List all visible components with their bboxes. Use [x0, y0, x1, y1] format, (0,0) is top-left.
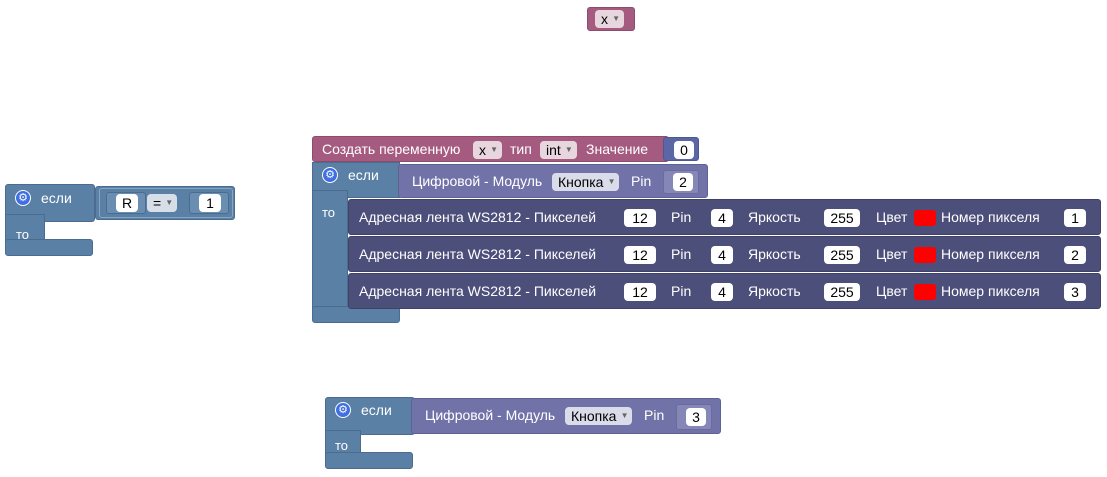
- led-strip-block[interactable]: Адресная лента WS2812 - Пикселей 12 Pin …: [348, 199, 1101, 235]
- gear-icon[interactable]: ⚙: [335, 402, 351, 418]
- then-label: то: [335, 438, 349, 453]
- color-label: Цвет: [876, 246, 908, 262]
- digital-module-label: Цифровой - Модуль: [412, 173, 543, 189]
- pixel-index-label: Номер пикселя: [941, 283, 1040, 299]
- brightness-field[interactable]: 255: [824, 209, 860, 227]
- pixels-field[interactable]: 12: [624, 283, 656, 301]
- color-swatch[interactable]: [914, 210, 936, 226]
- pixels-field[interactable]: 12: [624, 246, 656, 264]
- dropdown-arrow-icon: ▼: [612, 14, 620, 23]
- pin-field[interactable]: 3: [686, 408, 706, 426]
- dropdown-arrow-icon: ▼: [607, 177, 616, 186]
- create-variable-name-dropdown[interactable]: x ▼: [473, 141, 502, 159]
- variable-name: x: [601, 11, 608, 27]
- brightness-label: Яркость: [748, 283, 801, 299]
- brightness-field[interactable]: 255: [824, 246, 860, 264]
- pin-field[interactable]: 4: [711, 246, 733, 264]
- if-label: если: [361, 402, 392, 418]
- led-label: Адресная лента WS2812 - Пикселей: [359, 209, 597, 225]
- led-label: Адресная лента WS2812 - Пикселей: [359, 246, 597, 262]
- pin-label: Pin: [671, 246, 692, 262]
- type-dropdown[interactable]: int ▼: [540, 141, 577, 159]
- digital-module-block[interactable]: Цифровой - Модуль Кнопка ▼ Pin 3: [411, 398, 721, 434]
- operator: =: [153, 195, 162, 211]
- type-value: int: [546, 142, 561, 158]
- color-swatch[interactable]: [914, 247, 936, 263]
- var-R-field[interactable]: R: [116, 194, 138, 212]
- create-variable-value-block[interactable]: 0: [663, 137, 699, 161]
- then-label: то: [16, 227, 30, 242]
- color-label: Цвет: [876, 209, 908, 225]
- digital-module-label: Цифровой - Модуль: [425, 407, 556, 423]
- if-label: если: [41, 190, 72, 206]
- digital-module-block[interactable]: Цифровой - Модуль Кнопка ▼ Pin 2: [398, 164, 708, 198]
- pixel-index-field[interactable]: 2: [1064, 246, 1086, 264]
- variable-dropdown[interactable]: x ▼: [595, 10, 624, 28]
- operator-dropdown[interactable]: = ▼: [147, 194, 178, 212]
- color-label: Цвет: [876, 283, 908, 299]
- if-label: если: [348, 167, 379, 183]
- dropdown-arrow-icon: ▼: [564, 145, 573, 154]
- led-strip-block[interactable]: Адресная лента WS2812 - Пикселей 12 Pin …: [348, 236, 1101, 272]
- module-value: Кнопка: [571, 408, 617, 424]
- brightness-label: Яркость: [748, 209, 801, 225]
- pixel-index-field[interactable]: 1: [1064, 209, 1086, 227]
- brightness-label: Яркость: [748, 246, 801, 262]
- pin-label: Pin: [671, 209, 692, 225]
- brightness-field[interactable]: 255: [824, 283, 860, 301]
- pixel-index-field[interactable]: 3: [1064, 283, 1086, 301]
- pin-label: Pin: [644, 407, 665, 423]
- pin-field[interactable]: 4: [711, 209, 733, 227]
- pixel-index-label: Номер пикселя: [941, 246, 1040, 262]
- value-label: Значение: [586, 141, 649, 157]
- then-label: то: [322, 205, 336, 220]
- create-variable-value-field[interactable]: 0: [674, 141, 694, 159]
- pin-field[interactable]: 2: [673, 173, 693, 191]
- left-if-block[interactable]: ⚙ если то R = ▼ 1: [5, 184, 235, 259]
- module-dropdown[interactable]: Кнопка ▼: [552, 173, 620, 191]
- pixels-field[interactable]: 12: [624, 209, 656, 227]
- led-strip-block[interactable]: Адресная лента WS2812 - Пикселей 12 Pin …: [348, 273, 1101, 309]
- dropdown-arrow-icon: ▼: [620, 411, 629, 420]
- pin-label: Pin: [631, 173, 652, 189]
- pixel-index-label: Номер пикселя: [941, 209, 1040, 225]
- led-rows: Адресная лента WS2812 - Пикселей 12 Pin …: [348, 199, 1103, 311]
- color-swatch[interactable]: [914, 284, 936, 300]
- module-value: Кнопка: [558, 174, 604, 190]
- pin-field[interactable]: 4: [711, 283, 733, 301]
- create-variable-name: x: [479, 142, 486, 158]
- pin-label: Pin: [671, 283, 692, 299]
- gear-icon[interactable]: ⚙: [322, 167, 338, 183]
- variable-getter-block[interactable]: x ▼: [587, 7, 635, 31]
- type-label: тип: [510, 141, 532, 157]
- gear-icon[interactable]: ⚙: [15, 190, 31, 206]
- create-variable-block[interactable]: Создать переменную x ▼ тип int ▼ Значени…: [312, 136, 669, 162]
- dropdown-arrow-icon: ▼: [490, 145, 498, 154]
- dropdown-arrow-icon: ▼: [165, 198, 174, 207]
- led-label: Адресная лента WS2812 - Пикселей: [359, 283, 597, 299]
- compare-value-field[interactable]: 1: [199, 194, 221, 212]
- var-R-block[interactable]: R: [106, 192, 146, 214]
- module-dropdown[interactable]: Кнопка ▼: [565, 407, 633, 425]
- create-variable-label: Создать переменную: [322, 141, 461, 157]
